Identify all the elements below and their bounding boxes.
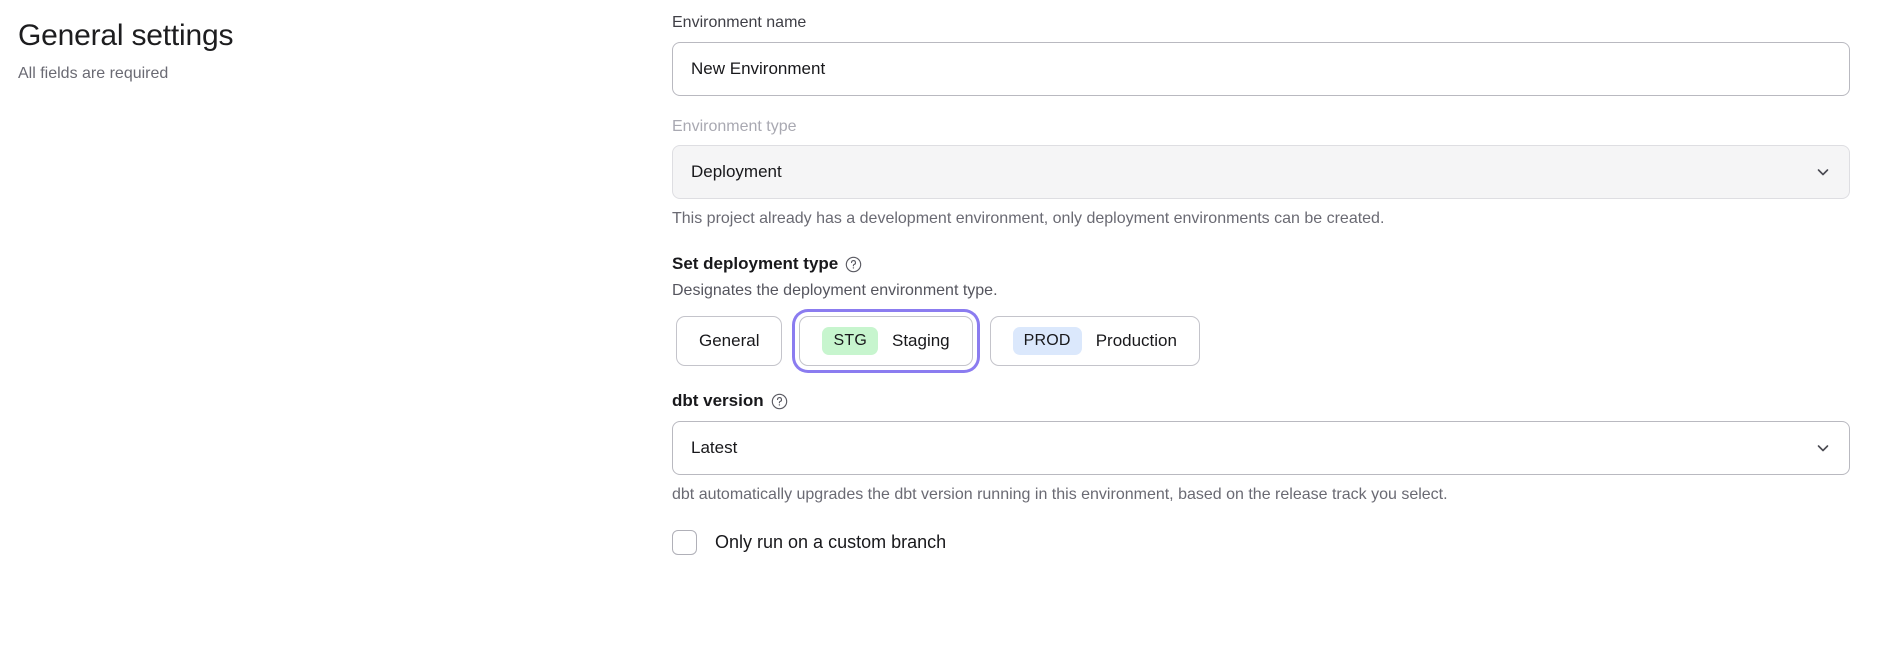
- deployment-option-production-wrapper: PROD Production: [986, 312, 1204, 370]
- deployment-option-staging[interactable]: STG Staging: [799, 315, 973, 366]
- deployment-option-general-label: General: [699, 330, 760, 350]
- deployment-option-general[interactable]: General: [676, 315, 783, 366]
- question-circle-icon[interactable]: [845, 256, 862, 273]
- deployment-option-production[interactable]: PROD Production: [989, 315, 1200, 366]
- general-settings-form: Environment name New Environment Environ…: [672, 12, 1850, 556]
- deployment-option-production-label: Production: [1095, 330, 1177, 350]
- deployment-option-staging-badge: STG: [822, 326, 878, 355]
- page-subtitle: All fields are required: [18, 65, 169, 82]
- dbt-version-field: dbt version Latest dbt automatically upg…: [672, 390, 1850, 506]
- environment-type-label: Environment type: [672, 117, 797, 135]
- dbt-version-value: Latest: [691, 437, 738, 457]
- custom-branch-label: Only run on a custom branch: [715, 531, 947, 552]
- settings-header: General settings All fields are required: [18, 18, 618, 85]
- deployment-option-general-wrapper: General: [672, 312, 786, 370]
- deployment-type-field: Set deployment type Designates the deplo…: [672, 253, 1850, 370]
- environment-name-input[interactable]: New Environment: [672, 41, 1850, 96]
- dbt-version-label: dbt version: [672, 390, 764, 410]
- environment-type-select[interactable]: Deployment: [672, 145, 1850, 200]
- chevron-down-icon: [1815, 164, 1831, 180]
- deployment-type-heading: Set deployment type: [672, 253, 1850, 276]
- deployment-option-staging-label: Staging: [891, 330, 950, 350]
- deployment-type-label: Set deployment type: [672, 253, 839, 273]
- custom-branch-row: Only run on a custom branch: [672, 530, 1850, 556]
- environment-name-label: Environment name: [672, 14, 807, 31]
- dbt-version-help: dbt automatically upgrades the dbt versi…: [672, 485, 1448, 503]
- deployment-type-description: Designates the deployment environment ty…: [672, 281, 998, 299]
- environment-name-field: Environment name New Environment: [672, 12, 1850, 96]
- deployment-option-staging-wrapper: STG Staging: [795, 311, 977, 370]
- page-title: General settings: [18, 19, 234, 52]
- environment-type-help: This project already has a development e…: [672, 210, 1385, 228]
- dbt-version-heading: dbt version: [672, 390, 1850, 413]
- deployment-type-options: General STG Staging PROD Production: [672, 311, 1850, 370]
- environment-type-value: Deployment: [691, 162, 782, 182]
- question-circle-icon[interactable]: [771, 393, 788, 410]
- deployment-option-production-badge: PROD: [1012, 326, 1082, 355]
- chevron-down-icon: [1815, 440, 1831, 456]
- dbt-version-select[interactable]: Latest: [672, 420, 1850, 475]
- environment-type-field: Environment type Deployment This project…: [672, 116, 1850, 231]
- custom-branch-checkbox[interactable]: [672, 530, 697, 556]
- environment-name-value: New Environment: [691, 58, 826, 78]
